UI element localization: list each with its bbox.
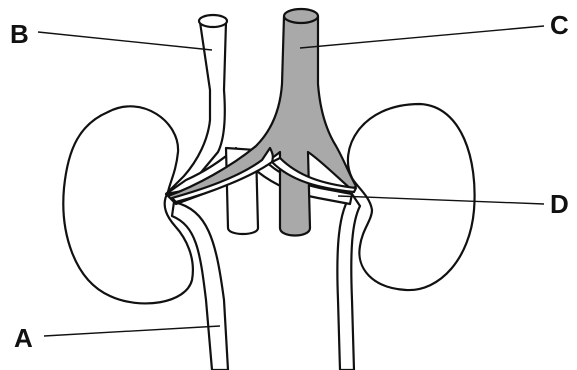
label-a: A (14, 323, 33, 353)
aorta-top-opening (199, 15, 227, 27)
label-c: C (550, 10, 569, 40)
right-ureter (337, 194, 360, 370)
label-d: D (550, 189, 569, 219)
leader-line-b (38, 32, 212, 50)
label-b: B (10, 19, 29, 49)
leader-line-c (300, 26, 544, 48)
vena-cava-top-opening (284, 9, 318, 23)
leader-line-a (44, 326, 220, 336)
